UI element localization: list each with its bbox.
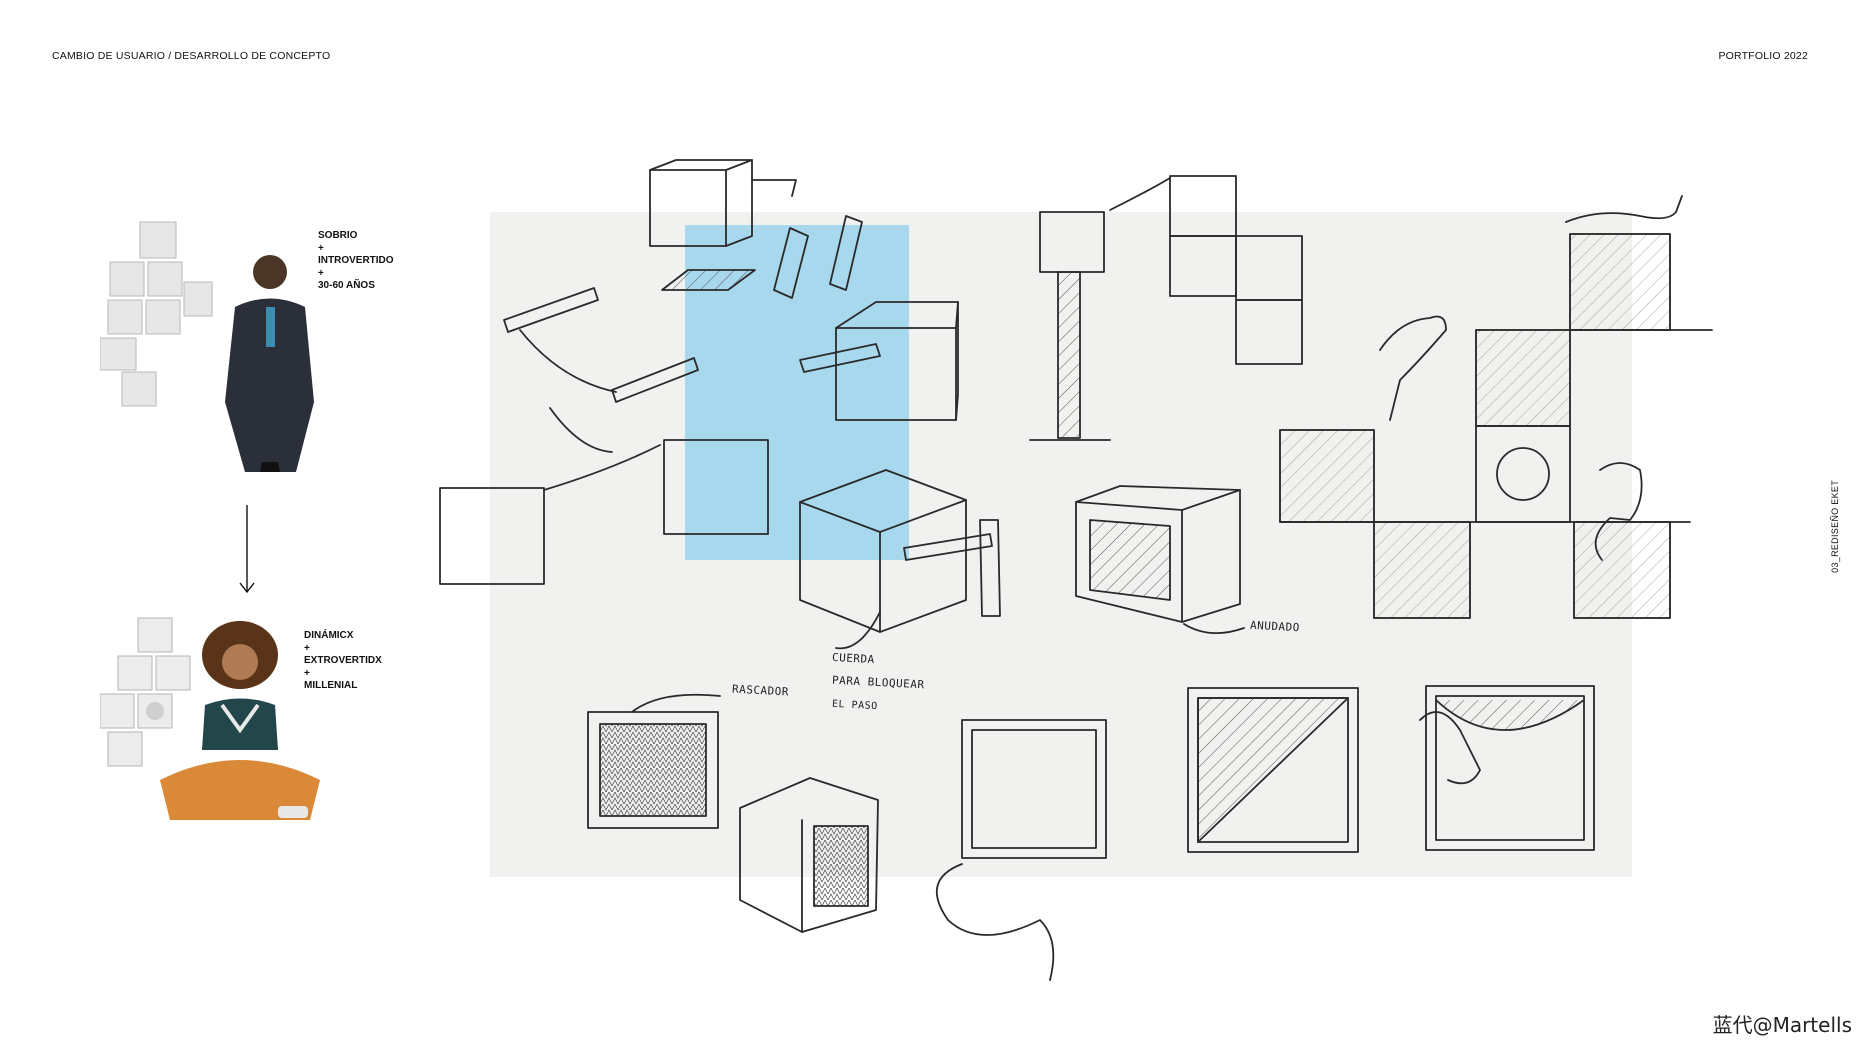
down-arrow-icon — [239, 505, 255, 594]
sketch-hammock — [503, 287, 699, 453]
sketch-cube-slat — [799, 469, 1001, 650]
annotation-el-paso: EL PASO — [831, 698, 878, 713]
header-right-title: PORTFOLIO 2022 — [1718, 50, 1808, 62]
sketch-post-column — [1029, 175, 1303, 441]
sketch-exploded-cube — [649, 159, 797, 291]
persona-sober-text: SOBRIO + INTROVERTIDO + 30-60 AÑOS — [318, 230, 394, 291]
sketch-cube-bracket — [835, 301, 959, 421]
persona-sober-image — [99, 221, 314, 472]
persona-sober: SOBRIO + INTROVERTIDO + 30-60 AÑOS — [99, 212, 394, 472]
sketch-frame-center — [663, 439, 769, 535]
persona-dynamic-text: DINÁMICX + EXTROVERTIDX + MILLENIAL — [304, 630, 382, 691]
sketch-scratcher — [587, 693, 879, 933]
annotation-anudado: ANUDADO — [1249, 618, 1301, 635]
persona-dynamic: DINÁMICX + EXTROVERTIDX + MILLENIAL — [99, 610, 382, 870]
watermark: 蓝代@Martells — [1712, 1013, 1852, 1037]
sketch-frame-diagonal — [1187, 687, 1359, 853]
persona-dynamic-image — [99, 617, 320, 820]
header-left-title: CAMBIO DE USUARIO / DESARROLLO DE CONCEP… — [52, 50, 331, 62]
sketch-frame-cat — [935, 719, 1107, 981]
sketch-open-cube — [1075, 485, 1245, 635]
sketch-wooden-brackets — [773, 215, 881, 373]
sketch-frame-hand — [1419, 685, 1595, 851]
sketch-stacked-cubes — [1279, 195, 1713, 619]
annotation-cuerda: CUERDA — [831, 650, 876, 667]
sketch-frame-left — [439, 487, 545, 585]
